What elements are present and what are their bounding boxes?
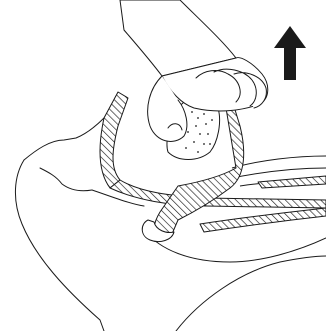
- lift-arrow-icon: [274, 26, 306, 80]
- arrow-shaft: [284, 46, 296, 80]
- head-outline: [15, 160, 104, 331]
- epiglottis-hatch: [258, 176, 326, 188]
- arrow-head: [274, 26, 306, 48]
- nose-lip-contour: [40, 168, 92, 191]
- palate-band: [100, 92, 128, 188]
- shoulder-contour: [176, 256, 326, 331]
- trachea-band: [200, 208, 326, 232]
- airway-cross-section: [100, 92, 326, 242]
